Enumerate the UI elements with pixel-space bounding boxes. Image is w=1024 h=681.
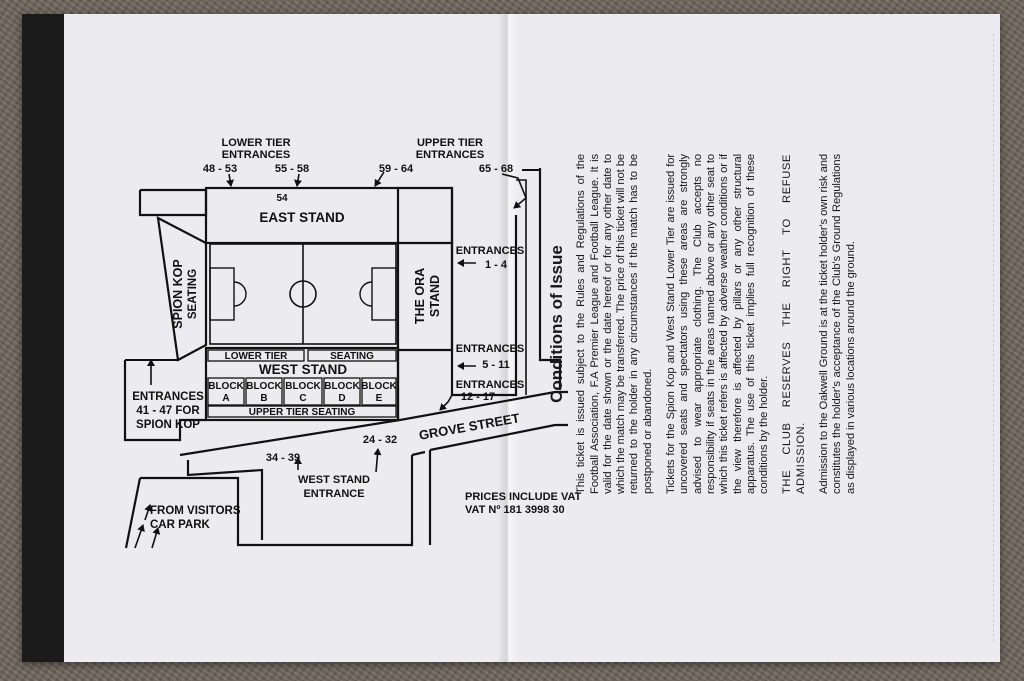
label-entrances-41-47-num: 41 - 47 FOR [136, 405, 200, 417]
label-entrances-59-64: 59 - 64 [379, 163, 414, 175]
label-from-visitors: FROM VISITORS [150, 505, 241, 517]
label-block-d: D [338, 393, 345, 404]
ticket-card [22, 14, 1000, 662]
label-west-seating: SEATING [330, 351, 374, 362]
stadium-outline [123, 168, 568, 549]
conditions-paragraph-admission-risk: Admission to the Oakwell Ground is at th… [818, 154, 857, 494]
label-entrance-54: 54 [276, 193, 288, 204]
label-the-ora: THE ORA [413, 268, 427, 324]
label-entrances-5-11: ENTRANCES [456, 343, 524, 355]
label-car-park: CAR PARK [150, 519, 211, 531]
label-block-word: BLOCK [324, 381, 360, 392]
label-entrances-34-39: 34 - 39 [266, 452, 300, 464]
label-prices-include-vat: PRICES INCLUDE VAT [465, 491, 582, 503]
label-entrances-41-47: ENTRANCES [132, 391, 204, 403]
conditions-paragraph-rules: This ticket is issued subject to the Rul… [575, 154, 654, 494]
label-upper-tier-seating: UPPER TIER SEATING [249, 407, 356, 418]
entrance-arrows [134, 171, 527, 549]
label-block-e: E [376, 393, 383, 404]
ticket-perforation [991, 34, 994, 642]
ticket-fold-crease [497, 14, 519, 662]
label-entrances-48-53: 48 - 53 [203, 163, 237, 175]
spion-kop-block [156, 216, 208, 362]
conditions-title: Conditions of Issue [547, 245, 566, 403]
label-ora-stand: STAND [428, 275, 442, 317]
label-upper-tier-entrances: UPPER TIER [417, 137, 483, 149]
label-west-stand: WEST STAND [259, 362, 347, 377]
label-lower-tier: LOWER TIER [225, 351, 289, 362]
label-entrances-65-68: 65 - 68 [479, 163, 513, 175]
label-east-stand: EAST STAND [259, 210, 345, 225]
label-lower-tier-entrances-2: ENTRANCES [222, 149, 290, 161]
label-block-word: BLOCK [246, 381, 282, 392]
conditions-of-issue: Conditions of Issue This ticket is issue… [547, 154, 990, 494]
label-entrances-1-4-num: 1 - 4 [485, 259, 508, 271]
conditions-paragraph-uncovered-seats: Tickets for the Spion Kop and West Stand… [665, 154, 771, 494]
label-block-b: B [260, 393, 267, 404]
conditions-refuse-admission: THE CLUB RESERVES THE RIGHT TO REFUSE AD… [781, 154, 807, 494]
label-entrances-55-58: 55 - 58 [275, 163, 309, 175]
ticket-black-strip [22, 14, 64, 662]
label-vat-number: VAT Nº 181 3998 30 [465, 504, 565, 516]
label-entrances-12-17: ENTRANCES [456, 379, 524, 391]
east-stand-block [204, 186, 400, 245]
label-entrances-24-32: 24 - 32 [363, 434, 397, 446]
label-entrances-1-4: ENTRANCES [456, 245, 524, 257]
label-block-c: C [299, 393, 306, 404]
west-stand-blocks: BLOCK A BLOCK B BLOCK C BLOCK D BLOCK E [208, 381, 397, 404]
label-block-word: BLOCK [361, 381, 397, 392]
label-entrances-12-17-num: 12 - 17 [461, 391, 495, 403]
label-block-a: A [222, 393, 229, 404]
label-spion-kop-seating: SEATING [187, 269, 199, 319]
label-spion-kop: SPION KOP [171, 259, 185, 328]
label-west-stand-entrance-2: ENTRANCE [303, 488, 364, 500]
label-upper-tier-entrances-2: ENTRANCES [416, 149, 484, 161]
label-entrances-5-11-num: 5 - 11 [482, 359, 510, 371]
label-west-stand-entrance: WEST STAND [298, 474, 370, 486]
label-lower-tier-entrances: LOWER TIER [221, 137, 290, 149]
label-block-word: BLOCK [285, 381, 321, 392]
label-block-word: BLOCK [208, 381, 244, 392]
label-grove-street: GROVE STREET [418, 410, 521, 442]
label-entrances-41-47-kop: SPION KOP [136, 419, 200, 431]
